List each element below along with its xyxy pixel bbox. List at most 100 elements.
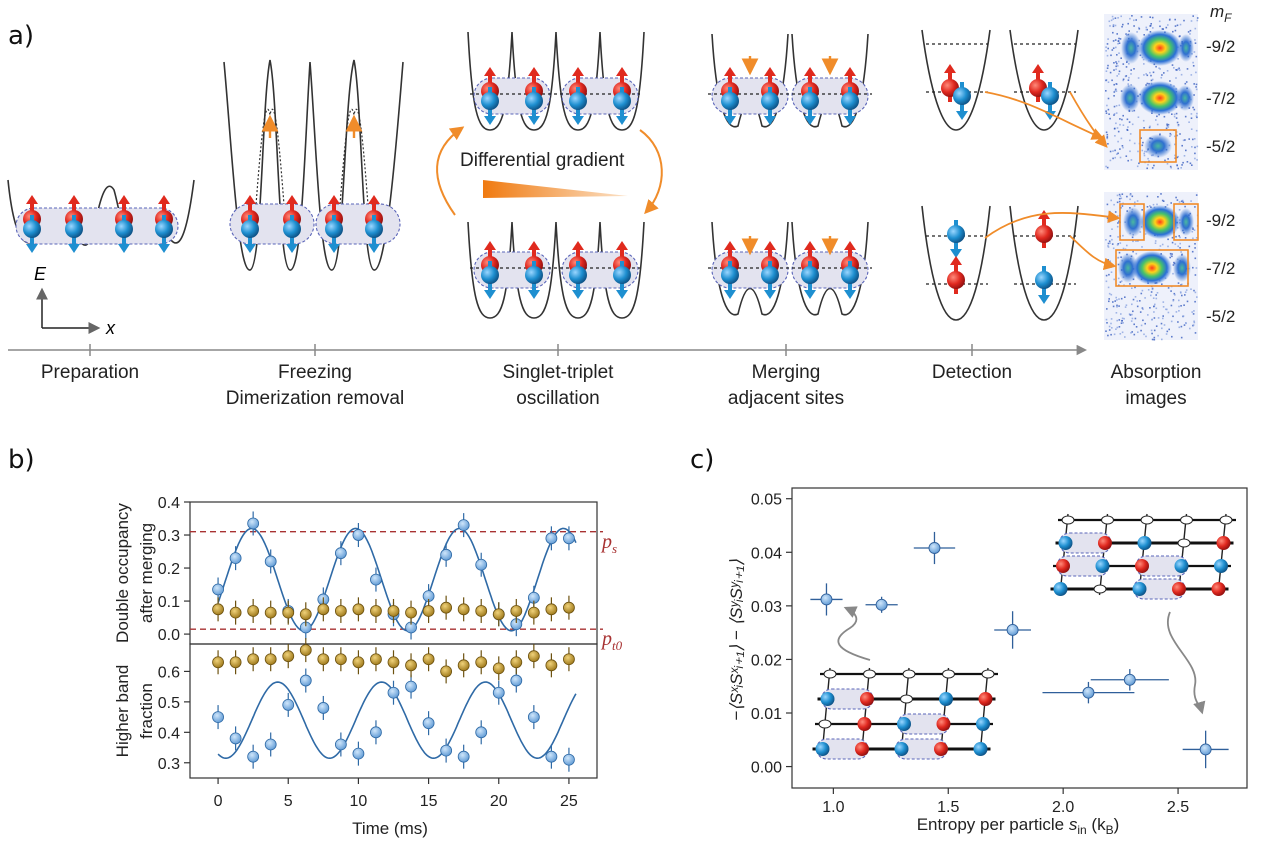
gold-data-point: [317, 653, 330, 666]
b-top-ylabel: Double occupancy after merging: [113, 503, 156, 643]
mf-top-0: -9/2: [1206, 37, 1235, 56]
spin-pair: [721, 67, 739, 125]
correlation-points: [810, 531, 1229, 769]
correlation-point: [1090, 669, 1169, 691]
gold-data-point: [334, 605, 347, 617]
spin-pair: [761, 241, 779, 299]
gold-data-point: [422, 605, 435, 617]
b-ytick-label: 0.1: [158, 594, 180, 611]
spin-down-atom: [481, 87, 499, 125]
spin-pair: [801, 241, 819, 299]
blue-data-point: [247, 750, 260, 763]
blue-data-point: [563, 753, 575, 766]
panel-c-label: c): [690, 445, 714, 475]
b-xtick-label: 0: [214, 793, 223, 810]
gold-data-point: [317, 603, 330, 616]
spin-down-atom: [841, 261, 859, 299]
blue-data-point: [510, 674, 523, 687]
b-xlabel: Time (ms): [352, 819, 428, 838]
atom: [1035, 210, 1053, 248]
gold-data-point: [527, 606, 540, 619]
blue-data-point: [387, 686, 400, 699]
spin-down-atom: [569, 87, 587, 125]
stage-singlet-triplet-diagram: Differential gradient: [436, 31, 663, 319]
b-ytick-label: 0.5: [158, 695, 180, 712]
gold-data-point: [387, 605, 400, 617]
gold-data-point: [440, 665, 453, 678]
spin-pair: [325, 195, 343, 253]
b-xtick-label: 15: [420, 793, 438, 810]
gold-data-point: [545, 659, 558, 672]
c-ylabel: −⟨SˣᵢSˣᵢ₊₁⟩ − ⟨SʸᵢSʸᵢ₊₁⟩: [727, 559, 746, 721]
spin-down-atom: [525, 87, 543, 125]
gold-data-point: [247, 653, 260, 666]
c-ytick-label: 0.03: [751, 599, 782, 616]
gold-data-point: [229, 606, 242, 619]
fit-curve: [217, 681, 577, 759]
atom: [947, 220, 965, 258]
spin-down-atom: [801, 261, 819, 299]
gold-data-point: [422, 653, 435, 666]
process-timeline: Preparation Freezing Dimerization remova…: [8, 344, 1201, 409]
spin-lattice: [1050, 513, 1236, 600]
spin-pair: [365, 195, 383, 253]
gold-data-point: [352, 656, 365, 669]
blue-data-point: [229, 732, 242, 745]
svg-text:Higher band: Higher band: [113, 665, 132, 758]
b-ytick-label: 0.0: [158, 627, 180, 644]
correlation-point: [810, 583, 843, 616]
c-ytick-label: 0.00: [751, 760, 782, 777]
gold-data-point: [370, 653, 382, 666]
blue-data-point: [370, 726, 382, 739]
mf-top-1: -7/2: [1206, 89, 1235, 108]
energy-position-axes: E x: [34, 264, 116, 338]
gold-data-point: [247, 605, 260, 617]
mf-bottom-2: -5/2: [1206, 307, 1235, 326]
spin-down-atom: [241, 215, 259, 253]
gold-data-point: [352, 603, 365, 616]
b-bottom-ylabel: Higher band fraction: [113, 665, 156, 758]
spin-pair: [65, 195, 83, 253]
blue-data-point: [527, 711, 540, 723]
c-ytick-label: 0.04: [751, 545, 782, 562]
spin-down-atom: [613, 261, 631, 299]
gold-data-point: [563, 653, 575, 666]
c-xtick-label: 1.5: [937, 799, 959, 816]
blue-data-point: [247, 517, 260, 530]
svg-text:Double occupancy: Double occupancy: [113, 503, 132, 643]
blue-data-point: [334, 738, 347, 751]
gold-data-point: [405, 606, 417, 619]
spin-pair: [241, 195, 259, 253]
blue-data-point: [282, 699, 295, 711]
blue-data-point: [317, 702, 330, 714]
blue-data-point: [475, 558, 488, 571]
gold-data-point: [527, 650, 540, 663]
correlation-point: [1182, 730, 1229, 769]
atom: [1035, 266, 1053, 304]
stage-preparation-diagram: [7, 179, 195, 253]
b-xtick-label: 20: [490, 793, 508, 810]
blue-data-point: [457, 519, 470, 532]
blue-data-point: [299, 674, 312, 687]
spin-pair: [155, 195, 173, 253]
gold-data-point: [264, 606, 277, 619]
spin-pair: [721, 241, 739, 299]
spin-down-atom: [481, 261, 499, 299]
blue-data-point: [264, 555, 277, 568]
gradient-wedge: [483, 180, 628, 198]
gold-data-point: [212, 603, 224, 616]
gold-data-point: [229, 656, 242, 669]
b-xtick-label: 10: [350, 793, 368, 810]
stage-freezing-diagram: [223, 59, 404, 271]
c-xtick-label: 2.5: [1167, 799, 1189, 816]
spin-pair: [569, 67, 587, 125]
spin-down-atom: [801, 87, 819, 125]
differential-gradient-label: Differential gradient: [460, 150, 625, 171]
panel-a-label: a): [8, 21, 34, 51]
spin-down-atom: [365, 215, 383, 253]
spin-pair: [613, 241, 631, 299]
